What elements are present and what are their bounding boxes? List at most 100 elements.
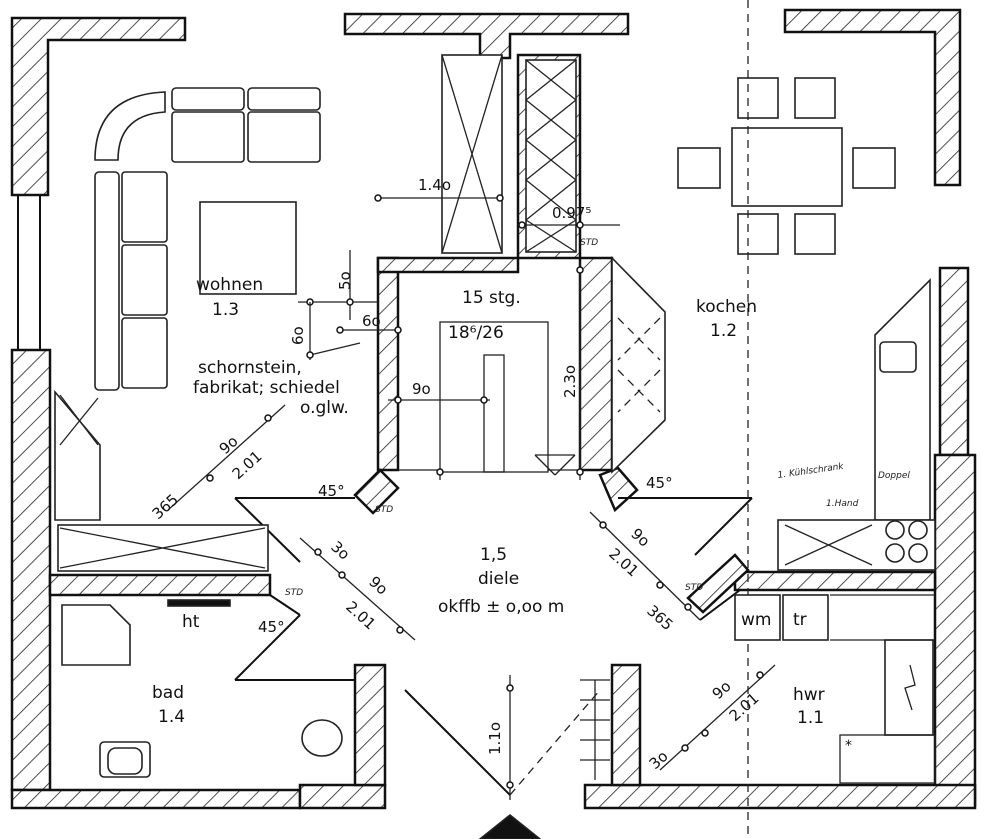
sofa-top-1	[171, 87, 245, 111]
wall-bottom-right	[583, 783, 977, 810]
chair-1	[737, 77, 779, 119]
chair-4	[852, 147, 896, 189]
room-number-hwr: 1.1	[797, 708, 824, 728]
handwritten-note-1: 1. Kühlschrank	[777, 462, 845, 481]
chair-2	[794, 77, 836, 119]
shelf	[525, 59, 577, 253]
dryer-label: tr	[793, 610, 807, 630]
sofa-corner	[94, 91, 166, 161]
chair-5	[737, 213, 779, 255]
room-number-wohnen: 1.3	[212, 300, 239, 320]
dim-90-right: 9o	[627, 525, 653, 551]
heater-label: ht	[182, 612, 200, 632]
hob-1	[885, 520, 905, 540]
coffee-table	[199, 201, 297, 295]
dim-50: 5o	[336, 271, 354, 290]
washer	[734, 594, 781, 641]
chimney-line-2: fabrikat; schiedel	[193, 378, 340, 398]
sofa-left-arm	[94, 171, 120, 391]
stair-wall-right	[578, 256, 614, 472]
hob-2	[908, 520, 928, 540]
sofa-top-back-2	[247, 111, 321, 163]
wohnen-furniture	[94, 54, 503, 391]
dim-201-hwr: 2.01	[726, 689, 763, 725]
dim-60-b: 6o	[362, 312, 381, 330]
room-number-bad: 1.4	[158, 707, 185, 727]
std-label-2: STD	[580, 238, 598, 248]
dim-110: 1.1o	[486, 722, 504, 755]
chimney-line-3: o.glw.	[300, 398, 349, 418]
dim-30-center: 3o	[327, 538, 353, 564]
shower	[61, 604, 131, 666]
dimension-lines	[167, 194, 776, 839]
room-name-diele: diele	[478, 569, 519, 589]
bad-counter	[54, 389, 101, 521]
wall-diag-hwr	[686, 553, 750, 614]
hob-4	[908, 543, 928, 563]
wall-hwr-top	[733, 570, 937, 592]
wall-right-upper	[938, 266, 970, 457]
dim-60-a: 6o	[289, 326, 307, 345]
room-level-diele: okffb ± o,oo m	[438, 597, 564, 617]
wall-bad-top	[48, 573, 272, 597]
wall-right-lower	[933, 453, 977, 807]
wall-diag-left	[353, 468, 400, 515]
dim-45-right: 45°	[646, 474, 673, 492]
stairs	[398, 321, 580, 476]
wall-bad-door	[353, 663, 387, 787]
dim-365-left: 365	[149, 490, 182, 523]
dim-365-right: 365	[643, 602, 676, 635]
std-label-4: STD	[685, 583, 703, 593]
wall-top-left	[10, 16, 187, 197]
dim-45-bad: 45°	[258, 618, 285, 636]
room-name-hwr: hwr	[793, 685, 825, 705]
heater	[167, 599, 231, 607]
dim-90-chimney: 9o	[412, 380, 431, 398]
dim-30-hwr: 3o	[646, 747, 672, 773]
sofa-top-back-1	[171, 111, 245, 163]
toilet-bowl	[107, 747, 143, 775]
wall-bottom-left	[10, 788, 302, 810]
dryer	[782, 594, 829, 641]
std-label-3: STD	[285, 588, 303, 598]
svg-text:*: *	[845, 738, 852, 754]
stair-ratio-label: 18⁶/26	[448, 323, 504, 343]
wall-hwr-door	[610, 663, 642, 787]
room-name-kochen: kochen	[696, 297, 757, 317]
dining-table	[731, 127, 843, 207]
stair-steps-label: 15 stg.	[462, 288, 521, 308]
stair-wall-top	[376, 256, 520, 274]
kitchen-unit-diag	[611, 256, 666, 474]
room-number-diele: 1,5	[480, 545, 507, 565]
sofa-top-2	[247, 87, 321, 111]
kitchen-counter-right	[874, 278, 931, 521]
handwritten-note-2: 1.Hand	[826, 499, 859, 509]
sofa-left-3	[121, 317, 168, 389]
dim-140: 1.4o	[418, 176, 451, 194]
wall-left-lower	[10, 348, 52, 792]
kochen-furniture	[611, 0, 936, 839]
outer-walls	[10, 8, 977, 810]
hwr-cabinet	[884, 639, 934, 736]
bad-furniture	[54, 389, 343, 778]
room-labels: wohnen 1.3 kochen 1.2 1,5 diele okffb ± …	[152, 275, 825, 728]
dim-90-left: 9o	[216, 432, 242, 458]
dim-90-hwr: 9o	[709, 677, 735, 703]
hob-3	[885, 543, 905, 563]
dim-90-center: 9o	[365, 573, 391, 599]
room-number-kochen: 1.2	[710, 321, 737, 341]
wall-top-right	[783, 8, 962, 187]
hwr-furniture: *	[734, 594, 936, 784]
washer-label: wm	[741, 610, 771, 630]
wall-bottom-center	[298, 783, 387, 810]
stair-wall-left	[376, 256, 400, 472]
dim-45-left: 45°	[318, 482, 345, 500]
chimney-line-1: schornstein,	[198, 358, 302, 378]
dim-0975: 0.97⁵	[552, 204, 591, 222]
dim-201-left: 2.01	[229, 447, 266, 483]
chair-3	[677, 147, 721, 189]
wash-basin	[301, 719, 343, 757]
wall-diag-right	[598, 466, 639, 513]
sink	[879, 341, 917, 373]
